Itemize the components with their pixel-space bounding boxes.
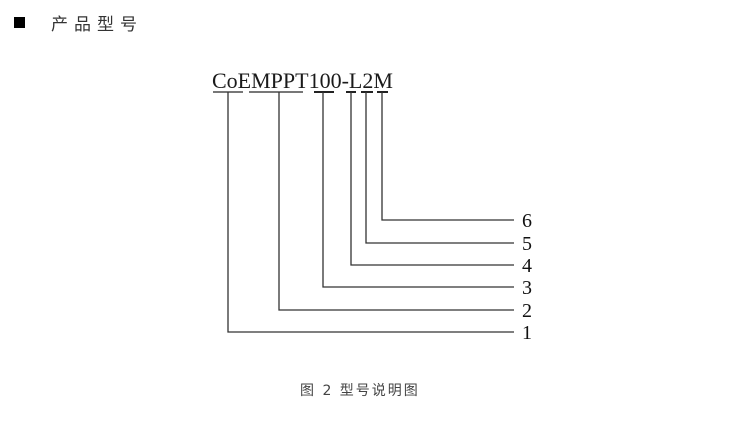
leader-line-4 <box>350 92 514 266</box>
square-bullet-icon <box>14 16 25 28</box>
section-heading: 产品型号 <box>14 8 143 36</box>
leader-line-1 <box>227 92 514 333</box>
leader-line-2 <box>278 92 514 311</box>
section-title: 产品型号 <box>51 14 143 35</box>
leader-line-6 <box>381 92 514 221</box>
label-5: 5 <box>522 233 532 255</box>
figure-caption: 图 2 型号说明图 <box>300 383 420 399</box>
leader-line-5 <box>365 92 514 244</box>
model-code: CoEMPPT100-L2M <box>212 68 393 93</box>
label-1: 1 <box>522 322 532 344</box>
label-2: 2 <box>522 300 532 322</box>
leader-lines <box>227 92 514 333</box>
label-3: 3 <box>522 277 532 299</box>
leader-line-3 <box>322 92 514 288</box>
label-6: 6 <box>522 210 532 232</box>
label-4: 4 <box>522 255 532 277</box>
